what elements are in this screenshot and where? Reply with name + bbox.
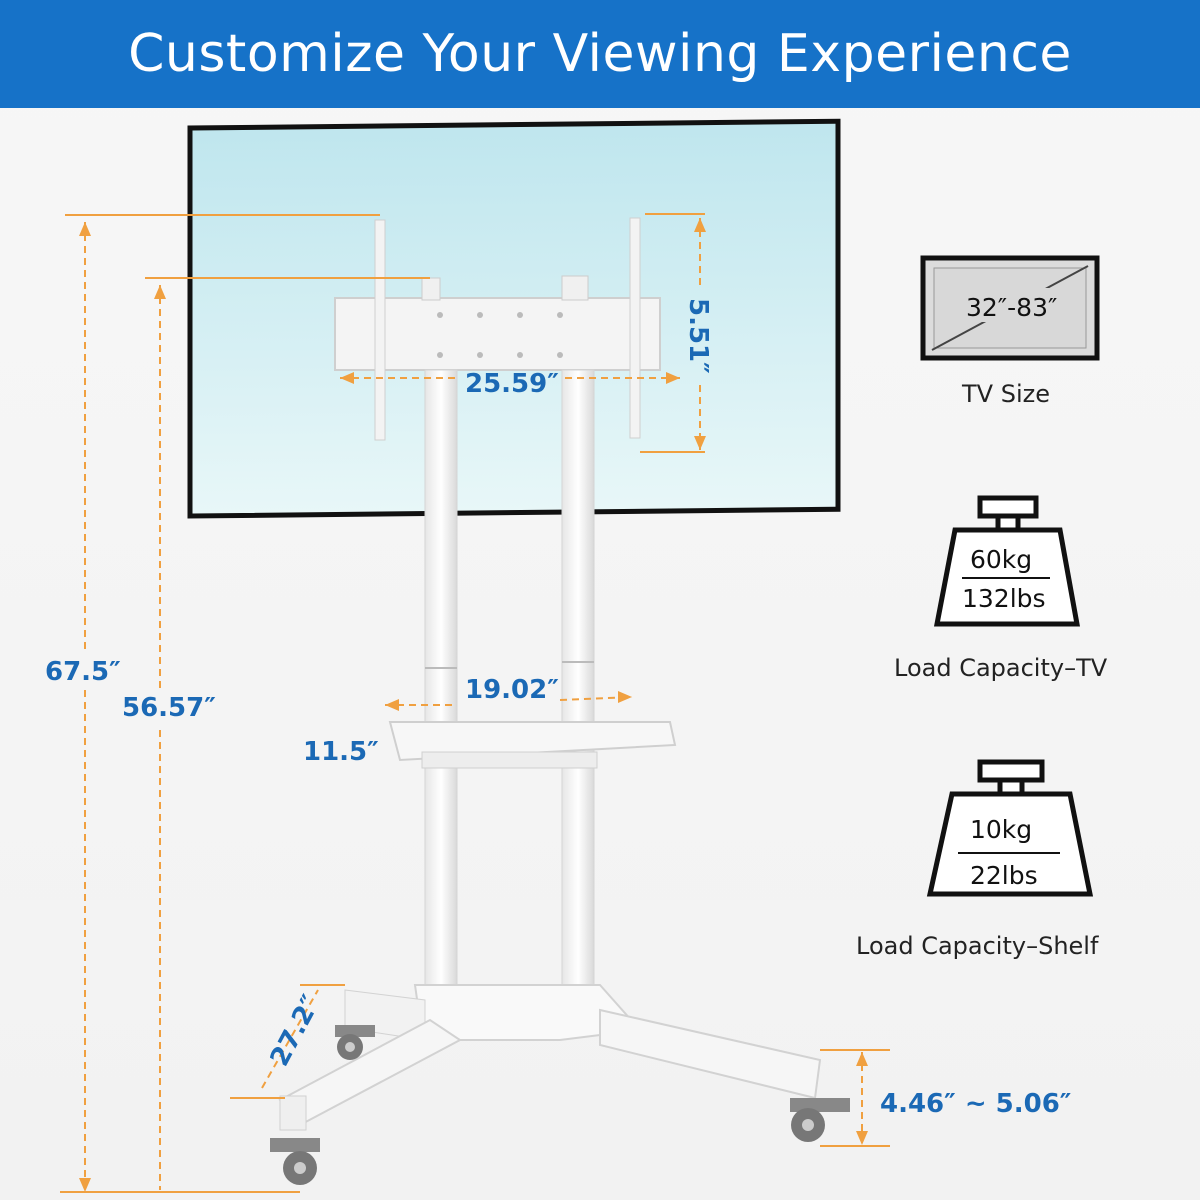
caster-wheel (270, 1138, 320, 1185)
left-pole (424, 369, 458, 1011)
total-height-label: 67.5″ (45, 657, 121, 687)
weight-icon (933, 495, 1080, 627)
shelf (388, 721, 677, 769)
tv-size-label: TV Size (961, 380, 1050, 408)
tv-size-value: 32″-83″ (966, 293, 1057, 322)
shelf-height-label: 56.57″ (122, 693, 216, 723)
header-banner: Customize Your Viewing Experience (0, 0, 1200, 108)
page-title: Customize Your Viewing Experience (128, 24, 1072, 84)
vesa-mount (334, 217, 661, 441)
tv-load-label: Load Capacity–TV (894, 654, 1108, 682)
shelf-load-lbs: 22lbs (970, 861, 1038, 890)
shelf-load-kg: 10kg (970, 815, 1032, 844)
vesa-width-label: 25.59″ (465, 369, 559, 399)
tv-load-kg: 60kg (970, 545, 1032, 574)
base-depth-label: 27.2″ (265, 990, 327, 1071)
caster-height-label: 4.46″ ~ 5.06″ (880, 1089, 1071, 1119)
shelf-load-spec: 10kg 22lbs Load Capacity–Shelf (856, 759, 1099, 960)
right-pole (561, 369, 595, 1011)
vesa-height-label: 5.51″ (683, 298, 713, 374)
weight-icon (926, 759, 1094, 897)
caster-wheel (335, 1025, 375, 1060)
shelf-load-label: Load Capacity–Shelf (856, 932, 1099, 960)
tv-load-lbs: 132lbs (962, 584, 1046, 613)
tv-load-spec: 60kg 132lbs Load Capacity–TV (894, 495, 1108, 682)
shelf-width-label: 19.02″ (465, 675, 559, 705)
tv-size-spec: 32″-83″ TV Size (920, 255, 1100, 408)
cart-base (278, 984, 822, 1131)
shelf-depth-label: 11.5″ (303, 737, 379, 767)
caster-wheel (790, 1098, 850, 1142)
